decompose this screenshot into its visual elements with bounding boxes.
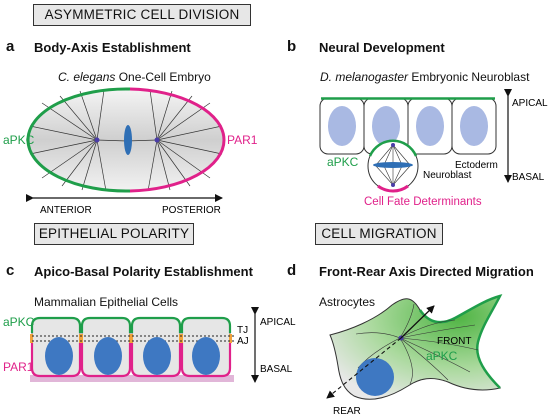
basolateral-par1-domain [180, 343, 232, 378]
header-asymmetric-cell-division: ASYMMETRIC CELL DIVISION [33, 4, 251, 26]
apical-apkc-domain [180, 316, 232, 333]
panel-a-apkc-label: aPKC [3, 133, 35, 147]
posterior-aster [126, 89, 223, 192]
neuroblast-apical-centrosome [391, 143, 395, 147]
rear-arrow [326, 337, 402, 399]
panel-b-basal-label: BASAL [512, 172, 545, 183]
anterior-centrosome [94, 137, 100, 143]
front-label: FRONT [437, 336, 471, 347]
astrocyte-microtubules [355, 303, 479, 385]
astrocyte-cell [329, 295, 501, 400]
epithelial-nucleus [94, 337, 122, 375]
panel-a-organism-rest: One-Cell Embryo [115, 70, 211, 84]
astrocyte-nucleus [356, 358, 394, 396]
panel-c-basal-label: BASAL [260, 364, 293, 375]
ectoderm-layer [319, 97, 497, 155]
neuroblast-spindle [375, 144, 411, 186]
apical-apkc-domain [30, 316, 82, 333]
rear-label: REAR [333, 406, 361, 417]
panel-b-organism-italic: D. melanogaster [320, 70, 409, 84]
panel-b-apical-label: APICAL [512, 98, 548, 109]
tight-junction-label: TJ [237, 325, 248, 336]
front-arrow [400, 305, 435, 339]
neuroblast-determinants-crescent [377, 184, 409, 193]
panel-b-organism-rest: Embryonic Neuroblast [408, 70, 530, 84]
basolateral-par1-domain [130, 343, 182, 378]
epithelial-nucleus [192, 337, 220, 375]
epithelial-nucleus [143, 337, 171, 375]
panel-b-organism: D. melanogaster Embryonic Neuroblast [320, 70, 529, 84]
panel-c-subtitle: Mammalian Epithelial Cells [34, 295, 179, 309]
panel-d-title: Front-Rear Axis Directed Migration [319, 264, 534, 279]
metaphase-plate [124, 125, 132, 155]
apkc-cortex [26, 87, 131, 193]
panel-a-letter: a [6, 38, 15, 55]
header-epithelial-polarity: EPITHELIAL POLARITY [34, 223, 194, 245]
header-cell-migration: CELL MIGRATION [315, 223, 443, 245]
embryo-diagram [26, 87, 226, 193]
anterior-label: ANTERIOR [40, 205, 92, 216]
posterior-centrosome [154, 137, 160, 143]
panel-d-letter: d [287, 262, 297, 279]
epithelial-nucleus [45, 337, 73, 375]
junction [79, 334, 83, 343]
ectoderm-label: Ectoderm [455, 160, 498, 171]
panel-a-organism: C. elegans One-Cell Embryo [58, 70, 211, 84]
par1-cortex [129, 87, 226, 193]
junction [129, 334, 133, 343]
anterior-aster [29, 89, 128, 192]
panel-c-title: Apico-Basal Polarity Establishment [34, 264, 253, 279]
neuroblast-label: Neuroblast [423, 170, 472, 181]
panel-c-letter: c [6, 262, 15, 279]
panel-c-apical-label: APICAL [260, 317, 296, 328]
panel-a-title: Body-Axis Establishment [34, 40, 191, 55]
ectoderm-nucleus [416, 106, 444, 146]
epithelium-diagram [30, 316, 236, 382]
basement-membrane [30, 375, 234, 382]
panel-b-title: Neural Development [319, 40, 445, 55]
panel-c-par1-label: PAR1 [3, 360, 34, 374]
neuroblast-diagram [367, 139, 419, 193]
panel-d-subtitle: Astrocytes [319, 295, 376, 309]
panel-a-organism-italic: C. elegans [58, 70, 116, 84]
panel-a-par1-label: PAR1 [227, 133, 258, 147]
ectoderm-nucleus [460, 106, 488, 146]
junction [229, 334, 232, 343]
adherens-junction-label: AJ [237, 336, 249, 347]
neuroblast-basal-centrosome [391, 183, 395, 187]
panel-b-letter: b [287, 38, 297, 55]
neuroblast-apkc-crescent [368, 139, 418, 157]
panel-b-apkc-label: aPKC [327, 155, 359, 169]
basolateral-par1-domain [30, 343, 82, 378]
ectoderm-nucleus [328, 106, 356, 146]
neuroblast-metaphase-plate [373, 162, 413, 168]
junction [179, 334, 183, 343]
astrocyte-diagram [329, 294, 503, 400]
posterior-label: POSTERIOR [162, 205, 221, 216]
panel-c-apkc-label: aPKC [3, 315, 35, 329]
junction [30, 334, 33, 343]
apical-apkc-domain [130, 316, 182, 333]
cell-fate-determinants-label: Cell Fate Determinants [364, 196, 482, 208]
ectoderm-nucleus [372, 106, 400, 146]
apical-apkc-domain [80, 316, 132, 333]
basolateral-par1-domain [80, 343, 132, 378]
panel-d-apkc-label: aPKC [426, 349, 458, 363]
